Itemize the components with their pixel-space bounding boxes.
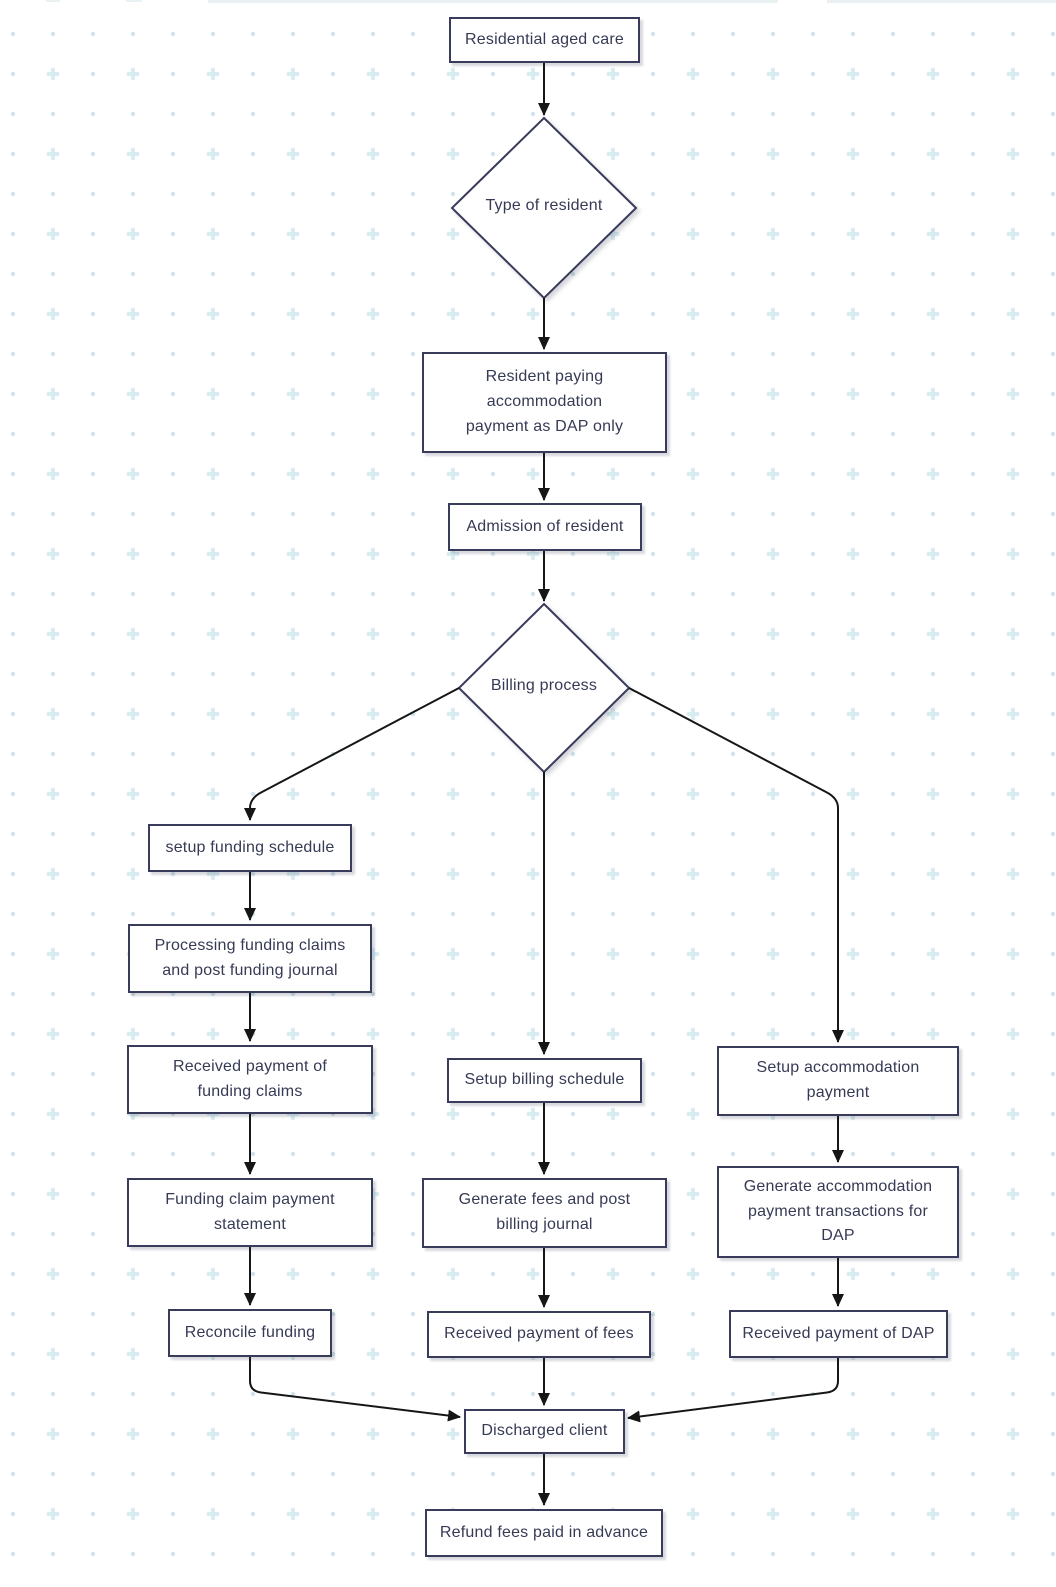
- node-generate-fees-post-billing: Generate fees and post billing journal: [422, 1178, 667, 1248]
- node-label: Generate accommodation payment transacti…: [743, 1177, 933, 1245]
- node-refund-fees-advance: Refund fees paid in advance: [425, 1509, 663, 1557]
- node-label: Processing funding claims and post fundi…: [154, 936, 346, 979]
- node-received-payment-dap: Received payment of DAP: [729, 1310, 948, 1358]
- node-admission-of-resident: Admission of resident: [448, 503, 642, 551]
- connector-reconcile-to-discharged: [249, 1357, 461, 1422]
- node-setup-accommodation-payment: Setup accommodation payment: [717, 1046, 959, 1116]
- node-received-payment-fees: Received payment of fees: [427, 1311, 651, 1358]
- node-label: Admission of resident: [466, 517, 624, 535]
- node-label: Received payment of DAP: [742, 1324, 935, 1342]
- connector-billing-to-setup-accommodation: [628, 687, 844, 1043]
- node-type-of-resident-label: Type of resident: [485, 197, 603, 214]
- connectors: [244, 63, 844, 1506]
- node-label: setup funding schedule: [165, 838, 335, 856]
- node-funding-claim-payment-statement: Funding claim payment statement: [127, 1178, 373, 1247]
- node-setup-billing-schedule: Setup billing schedule: [447, 1058, 642, 1103]
- node-label: Resident paying accommodation payment as…: [465, 368, 624, 435]
- node-resident-paying-dap: Resident paying accommodation payment as…: [422, 352, 667, 453]
- top-edge-fragments: [46, 0, 1056, 3]
- node-label: Setup accommodation payment: [756, 1059, 920, 1101]
- node-label: Received payment of fees: [444, 1325, 634, 1343]
- connector-received-dap-to-discharged: [627, 1358, 839, 1423]
- node-label: Residential aged care: [465, 30, 624, 48]
- node-reconcile-funding: Reconcile funding: [168, 1309, 332, 1357]
- node-processing-funding-claims: Processing funding claims and post fundi…: [128, 924, 372, 993]
- node-residential-aged-care: Residential aged care: [449, 17, 640, 63]
- node-label: Discharged client: [481, 1422, 608, 1440]
- node-received-payment-funding-claims: Received payment of funding claims: [127, 1045, 373, 1114]
- connector-billing-to-setup-funding: [244, 687, 460, 821]
- node-label: Refund fees paid in advance: [439, 1523, 649, 1541]
- node-setup-funding-schedule: setup funding schedule: [148, 824, 352, 872]
- node-label: Reconcile funding: [184, 1323, 316, 1341]
- node-billing-process-label: Billing process: [490, 677, 598, 694]
- node-generate-accommodation-transactions: Generate accommodation payment transacti…: [717, 1166, 959, 1258]
- node-label: Funding claim payment statement: [165, 1190, 335, 1233]
- node-label: Received payment of funding claims: [172, 1057, 328, 1100]
- node-label: Setup billing schedule: [464, 1071, 625, 1089]
- node-label: Generate fees and post billing journal: [458, 1191, 631, 1233]
- node-discharged-client: Discharged client: [464, 1409, 625, 1454]
